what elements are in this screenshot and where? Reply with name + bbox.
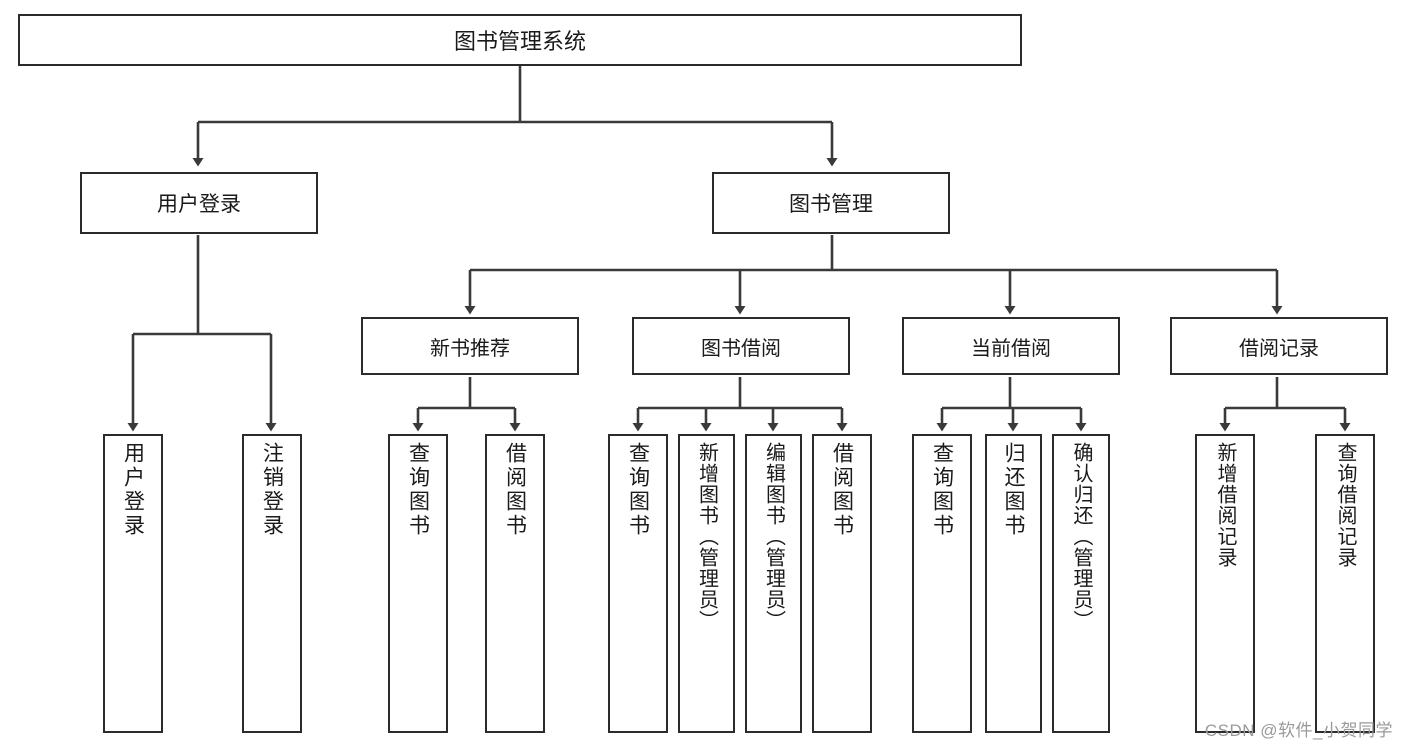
leaf-query-borrow-record[interactable]: 查询借阅记录 xyxy=(1315,434,1375,733)
leaf-user-login[interactable]: 用户登录 xyxy=(103,434,163,733)
leaf-add-book-admin-label: 新增图书（管理员） xyxy=(695,442,718,631)
node-borrow-record[interactable]: 借阅记录 xyxy=(1170,317,1388,375)
leaf-add-borrow-record[interactable]: 新增借阅记录 xyxy=(1195,434,1255,733)
leaf-query-book-recommend-label: 查询图书 xyxy=(406,442,430,538)
leaf-return-book[interactable]: 归还图书 xyxy=(985,434,1042,733)
leaf-add-borrow-record-label: 新增借阅记录 xyxy=(1214,442,1236,568)
node-current-borrow-label: 当前借阅 xyxy=(971,337,1051,360)
leaf-add-book-admin[interactable]: 新增图书（管理员） xyxy=(678,434,735,733)
leaf-user-login-label: 用户登录 xyxy=(121,442,145,538)
leaf-edit-book-admin[interactable]: 编辑图书（管理员） xyxy=(745,434,802,733)
leaf-confirm-return-admin-label: 确认归还（管理员） xyxy=(1070,442,1092,631)
leaf-query-book-current[interactable]: 查询图书 xyxy=(912,434,972,733)
leaf-query-book-borrow-label: 查询图书 xyxy=(626,442,650,538)
node-root[interactable]: 图书管理系统 xyxy=(18,14,1022,66)
node-user-login[interactable]: 用户登录 xyxy=(80,172,318,234)
leaf-edit-book-admin-label: 编辑图书（管理员） xyxy=(762,442,785,631)
leaf-query-borrow-record-label: 查询借阅记录 xyxy=(1334,442,1356,568)
node-new-book-recommend-label: 新书推荐 xyxy=(430,337,510,360)
leaf-query-book-current-label: 查询图书 xyxy=(930,442,954,538)
leaf-logout[interactable]: 注销登录 xyxy=(242,434,302,733)
node-borrow-record-label: 借阅记录 xyxy=(1239,337,1319,360)
node-book-borrow[interactable]: 图书借阅 xyxy=(632,317,850,375)
leaf-return-book-label: 归还图书 xyxy=(1002,442,1025,538)
leaf-confirm-return-admin[interactable]: 确认归还（管理员） xyxy=(1052,434,1110,733)
leaf-borrow-book-recommend[interactable]: 借阅图书 xyxy=(485,434,545,733)
leaf-borrow-book[interactable]: 借阅图书 xyxy=(812,434,872,733)
node-book-management[interactable]: 图书管理 xyxy=(712,172,950,234)
leaf-query-book-borrow[interactable]: 查询图书 xyxy=(608,434,668,733)
leaf-query-book-recommend[interactable]: 查询图书 xyxy=(388,434,448,733)
leaf-logout-label: 注销登录 xyxy=(260,442,284,538)
node-current-borrow[interactable]: 当前借阅 xyxy=(902,317,1120,375)
node-book-management-label: 图书管理 xyxy=(789,193,873,216)
node-root-label: 图书管理系统 xyxy=(453,29,586,54)
csdn-watermark: CSDN @软件_小贺同学 xyxy=(1204,721,1393,740)
leaf-borrow-book-label: 借阅图书 xyxy=(830,442,854,538)
leaf-borrow-book-recommend-label: 借阅图书 xyxy=(503,442,527,538)
node-user-login-label: 用户登录 xyxy=(157,193,241,216)
node-book-borrow-label: 图书借阅 xyxy=(701,337,781,360)
node-new-book-recommend[interactable]: 新书推荐 xyxy=(361,317,579,375)
